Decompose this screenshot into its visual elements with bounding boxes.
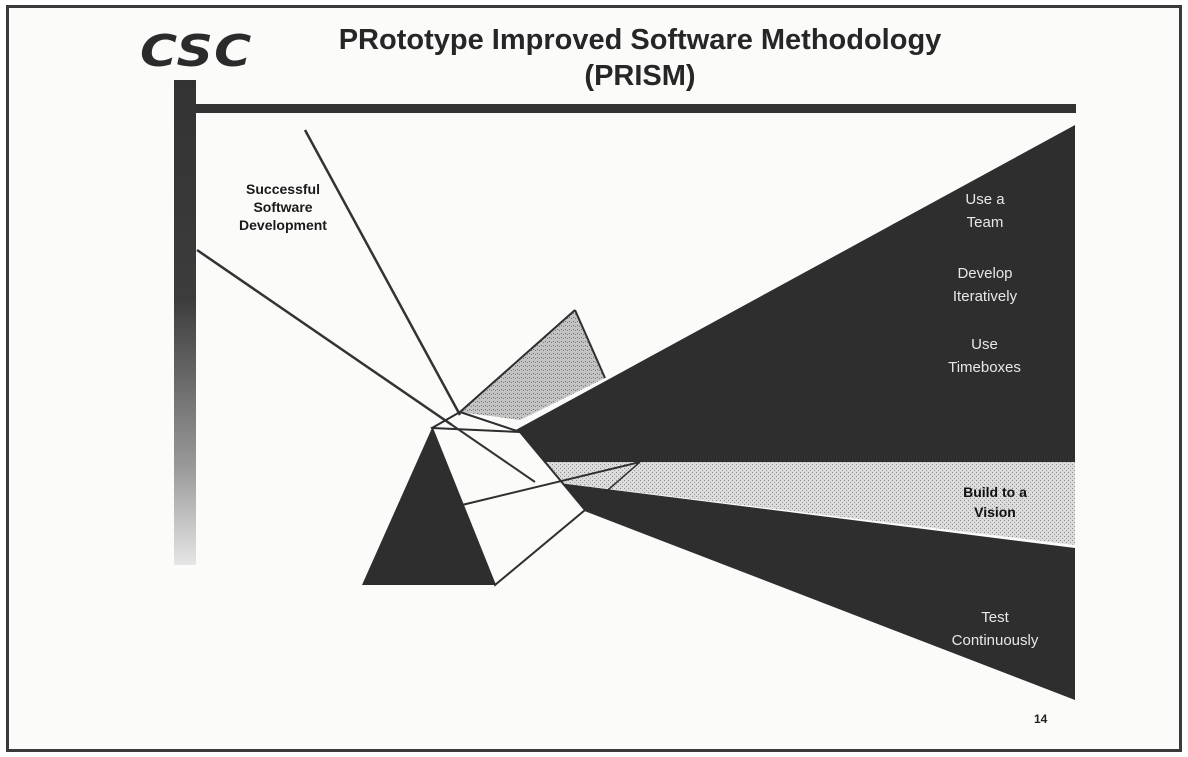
slide-title: PRototype Improved Software Methodology … bbox=[260, 22, 1020, 94]
csc-logo: CSC bbox=[140, 26, 253, 77]
title-line-2: (PRISM) bbox=[584, 60, 696, 92]
output-timeboxes-line2: Timeboxes bbox=[948, 359, 1021, 376]
top-rule bbox=[196, 104, 1076, 113]
output-test-line1: Test bbox=[981, 609, 1009, 626]
output-test: Test Continuously bbox=[935, 606, 1055, 652]
input-label: Successful Software Development bbox=[239, 181, 327, 233]
incoming-ray-lower bbox=[196, 248, 453, 427]
beam-vision bbox=[520, 462, 1075, 545]
output-timeboxes: Use Timeboxes bbox=[922, 333, 1047, 379]
prism-edge-3 bbox=[431, 411, 461, 429]
output-vision-line1: Build to a bbox=[963, 484, 1027, 500]
output-vision: Build to a Vision bbox=[940, 482, 1050, 522]
output-test-line2: Continuously bbox=[951, 632, 1039, 649]
prism-edge-2 bbox=[459, 309, 576, 413]
incoming-ray-upper bbox=[303, 129, 462, 416]
prism-edge-4 bbox=[459, 411, 521, 433]
beam-lower-dark bbox=[530, 480, 1075, 700]
page-number: 14 bbox=[1034, 712, 1048, 726]
ray-through-prism bbox=[451, 424, 536, 483]
beam-upper-dark bbox=[512, 125, 1075, 462]
output-team: Use a Team bbox=[930, 188, 1040, 234]
output-timeboxes-line1: Use bbox=[971, 336, 998, 353]
output-team-line2: Team bbox=[966, 214, 1004, 231]
output-iteratively-line1: Develop bbox=[957, 265, 1013, 282]
vertical-bar bbox=[174, 80, 196, 565]
prism-edge-5 bbox=[461, 461, 641, 506]
prism-edge-6 bbox=[584, 461, 641, 511]
output-iteratively-line2: Iteratively bbox=[952, 288, 1018, 305]
prism-dark-face bbox=[362, 428, 495, 585]
output-iteratively: Develop Iteratively bbox=[930, 262, 1040, 308]
output-vision-line2: Vision bbox=[974, 504, 1016, 520]
prism-back-face bbox=[460, 310, 605, 420]
title-line-1: PRototype Improved Software Methodology bbox=[338, 24, 942, 56]
output-team-line1: Use a bbox=[965, 191, 1005, 208]
prism-edge-1 bbox=[574, 309, 606, 379]
